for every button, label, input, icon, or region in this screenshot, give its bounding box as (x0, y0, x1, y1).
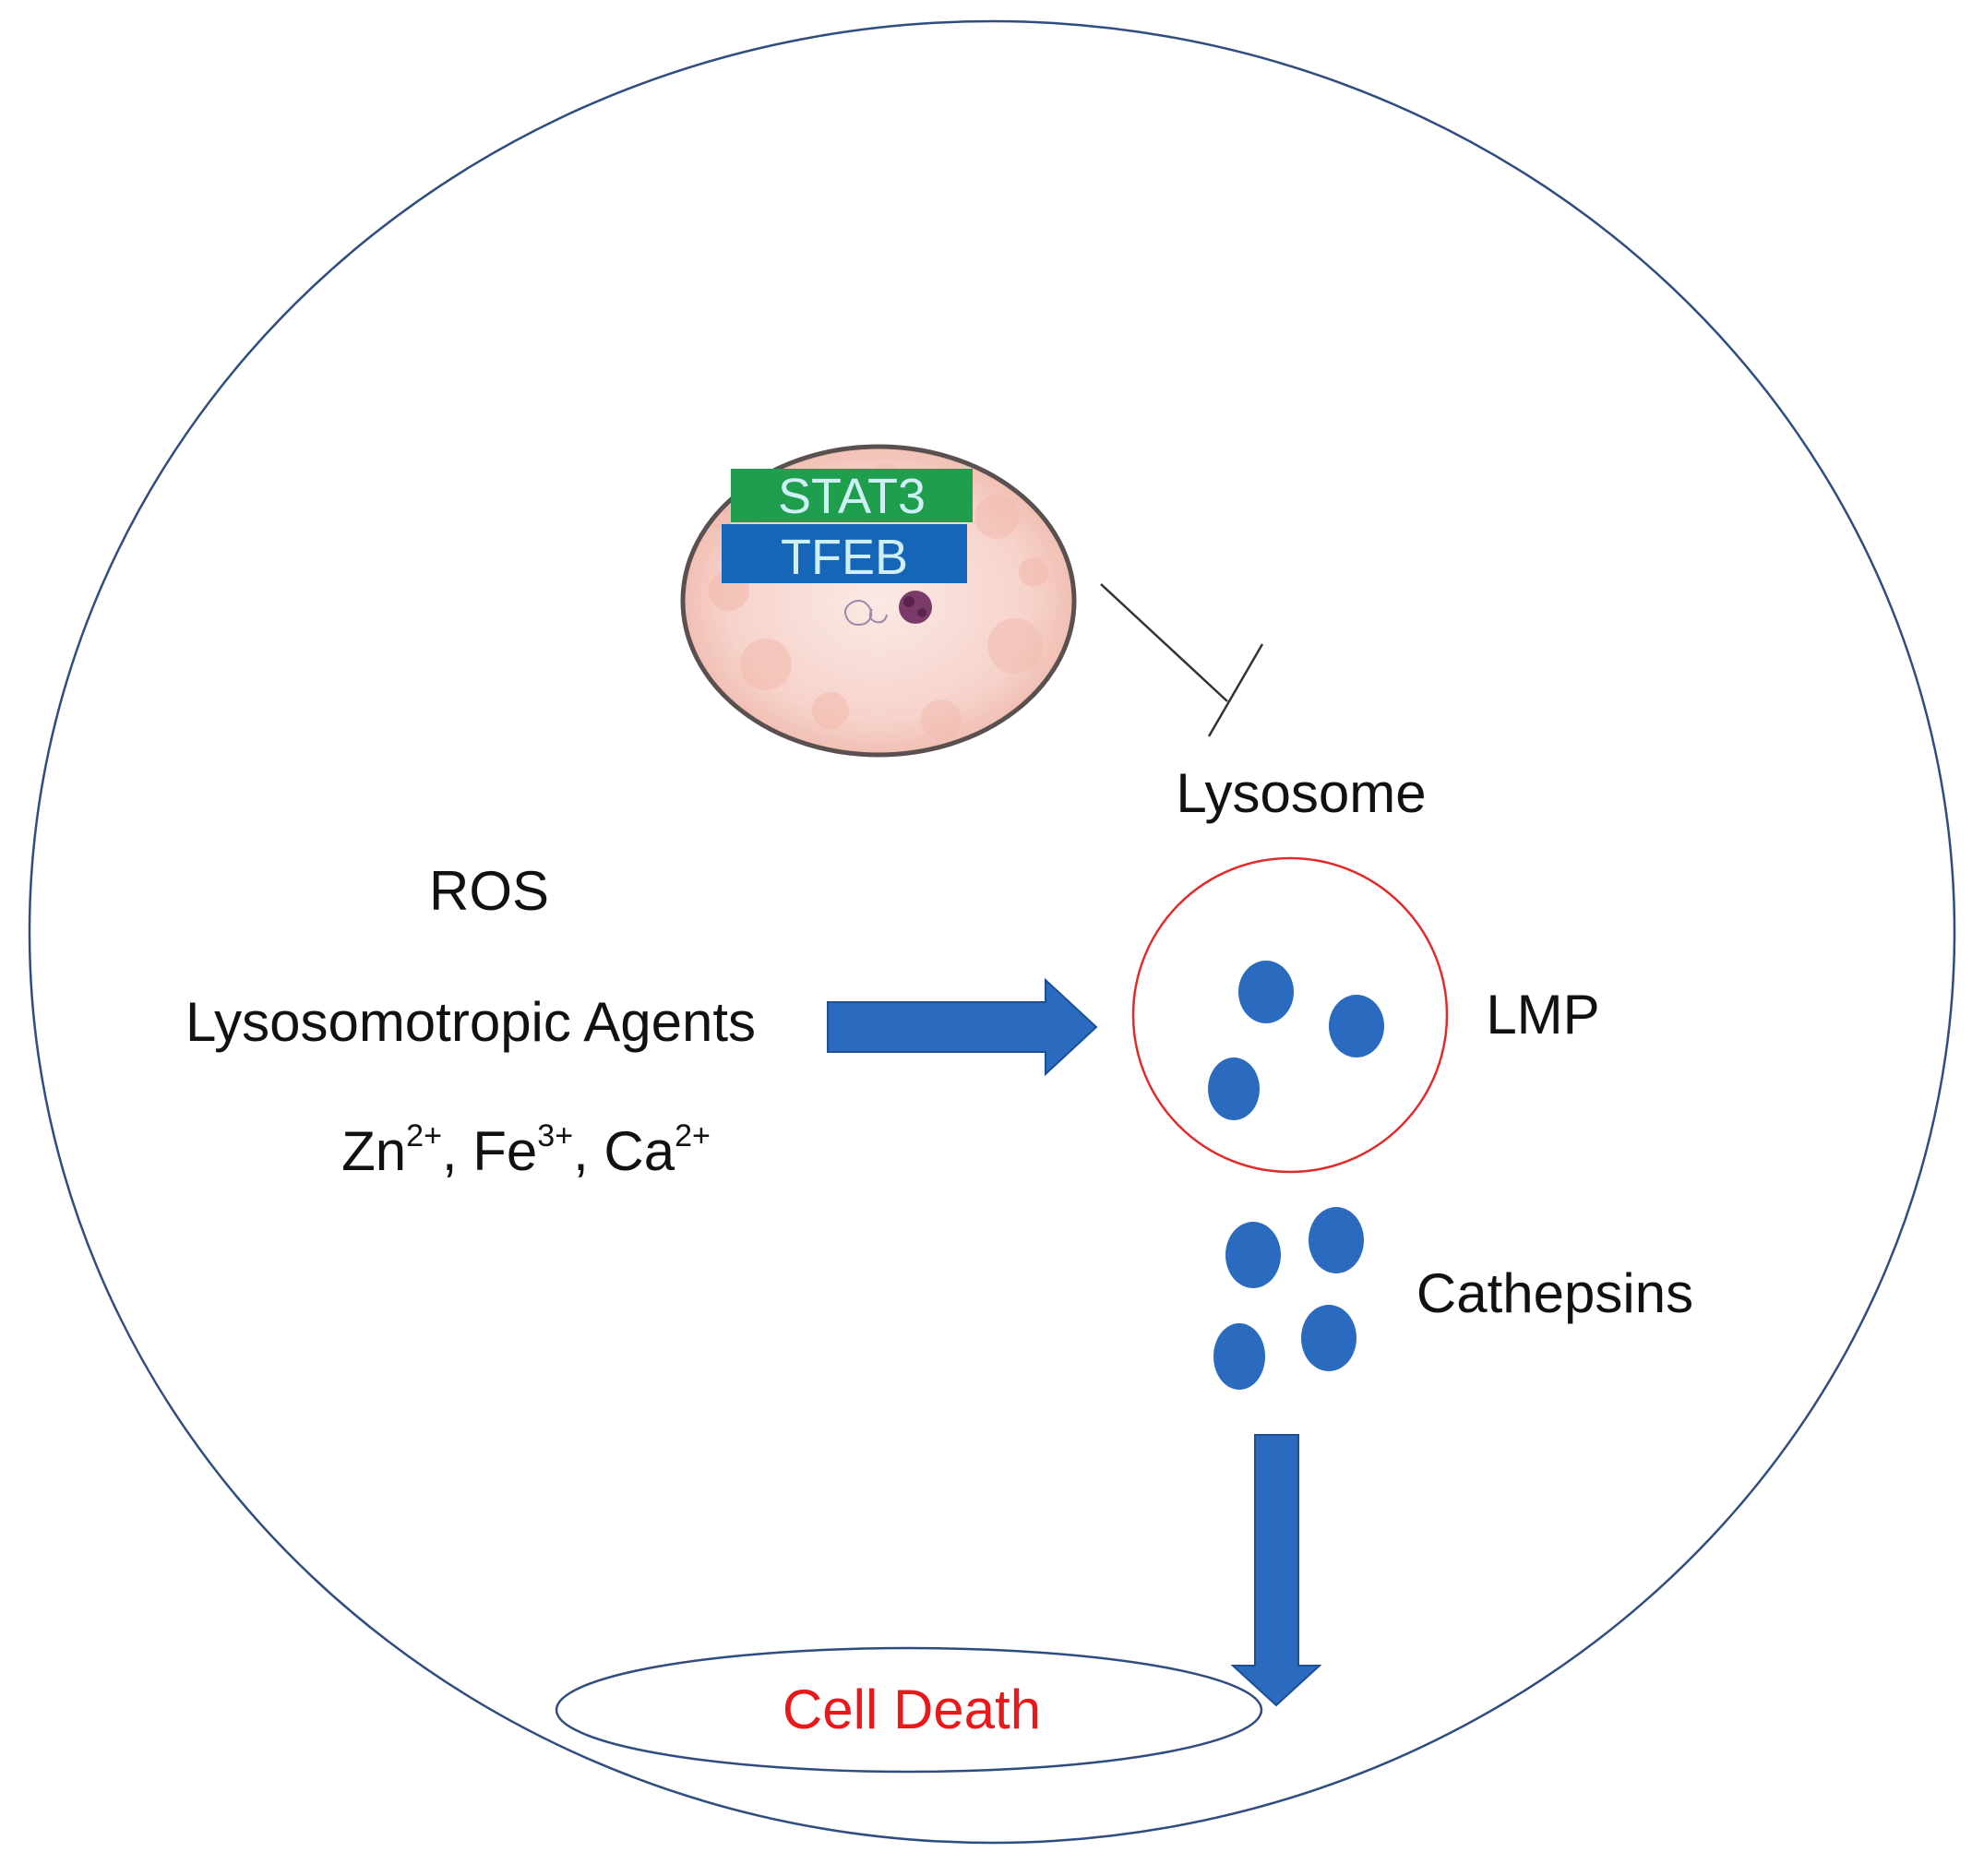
ion-separator: , (573, 1120, 604, 1182)
cathepsins-label: Cathepsins (1416, 1262, 1693, 1324)
cathepsin-dot (1225, 1222, 1281, 1288)
nucleolus (899, 591, 932, 624)
inducers-to-lysosome-arrow (827, 977, 1098, 1077)
nuclear-envelope (680, 444, 1077, 758)
cathepsins-to-death-arrow (1230, 1434, 1322, 1707)
tfeb-label: TFEB (781, 530, 908, 585)
cathepsin-dot (1309, 1207, 1364, 1273)
ion-zn: Zn (341, 1120, 406, 1182)
cell-death-outline (555, 1646, 1263, 1774)
cell-membrane (28, 19, 1956, 1845)
ion-fe-charge: 3+ (537, 1118, 573, 1153)
tfeb-box: TFEB (722, 524, 967, 585)
cathepsin-dot (1301, 1305, 1357, 1371)
lysosomotropic-agents-label: Lysosomotropic Agents (185, 991, 756, 1053)
lysosome-cathepsin (1238, 961, 1294, 1023)
ion-separator: , (442, 1120, 472, 1182)
lysosome (1131, 856, 1449, 1174)
ion-zn-charge: 2+ (406, 1118, 442, 1153)
ion-fe: Fe (472, 1120, 537, 1182)
stat3-box: STAT3 (731, 469, 973, 524)
lmp-label: LMP (1486, 984, 1599, 1046)
cathepsin-dot (1213, 1323, 1265, 1390)
stat3-label: STAT3 (778, 469, 926, 524)
nucleus (680, 444, 1077, 758)
cell-death-label: Cell Death (783, 1679, 1041, 1740)
ros-label: ROS (429, 860, 549, 922)
lysosome-cathepsin (1208, 1057, 1260, 1120)
inhibition-edge (1100, 583, 1264, 737)
lysosome-cathepsin (1329, 995, 1384, 1057)
lysosome-membrane (1131, 856, 1449, 1174)
lysosome-label: Lysosome (1176, 762, 1426, 824)
released-cathepsins (1213, 1207, 1364, 1390)
ion-ca: Ca (604, 1120, 675, 1182)
metal-ions-label: Zn2+, Fe3+, Ca2+ (341, 1118, 711, 1182)
ion-ca-charge: 2+ (675, 1118, 711, 1153)
